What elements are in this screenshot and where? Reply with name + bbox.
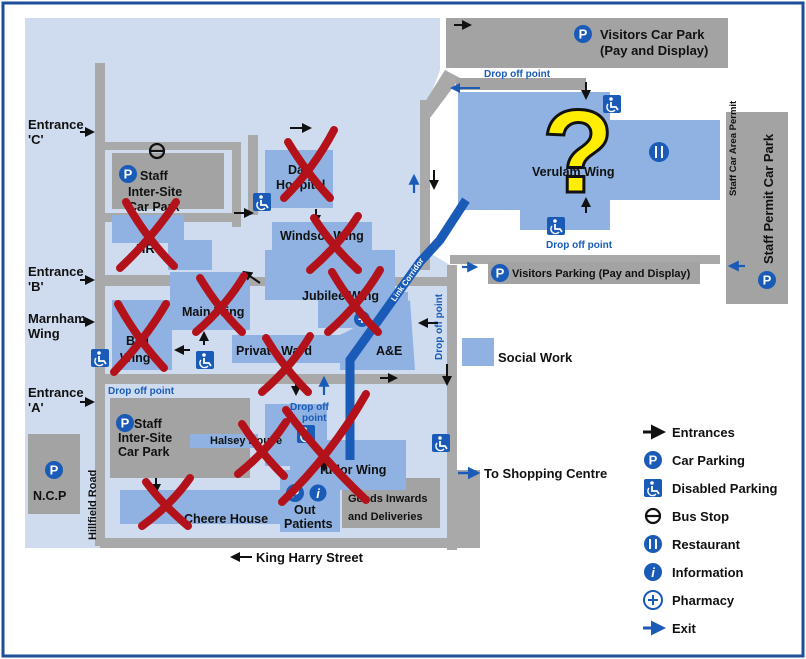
svg-text:To Shopping Centre: To Shopping Centre <box>484 466 607 481</box>
svg-text:i: i <box>316 486 320 501</box>
ae-label: A&E <box>376 344 402 358</box>
legend-car-parking: Car Parking <box>644 451 745 469</box>
cross-mark <box>192 272 248 336</box>
parking-icon <box>644 451 662 469</box>
svg-text:'A': 'A' <box>28 400 44 415</box>
entrance-b: Entrance 'B' <box>28 264 95 294</box>
svg-text:'C': 'C' <box>28 132 44 147</box>
svg-text:i: i <box>651 565 655 580</box>
legend-information: i Information <box>644 563 744 581</box>
cross-mark <box>110 300 170 376</box>
svg-text:Entrance: Entrance <box>28 117 84 132</box>
legend-bus-stop: Bus Stop <box>644 507 729 525</box>
svg-text:and Deliveries: and Deliveries <box>348 511 423 523</box>
svg-text:King Harry Street: King Harry Street <box>256 550 364 565</box>
cross-mark <box>278 390 370 506</box>
svg-text:Information: Information <box>672 565 744 580</box>
svg-text:Inter-Site: Inter-Site <box>118 431 172 445</box>
visitors-car-park-label: Visitors Car Park (Pay and Display) <box>574 25 708 58</box>
cheere-house-label: Cheere House <box>184 512 268 526</box>
entrance-c: Entrance 'C' <box>28 117 95 147</box>
restaurant-icon <box>644 535 662 553</box>
staff-inter-site-car-park-south: Staff Inter-Site Car Park <box>116 414 172 459</box>
svg-text:Entrances: Entrances <box>672 425 735 440</box>
disabled-parking-icon <box>643 478 663 498</box>
svg-text:Marnham: Marnham <box>28 311 86 326</box>
drop-off-centre-label: Drop off point <box>290 402 330 424</box>
goods-inwards-label: Goods Inwards and Deliveries <box>348 493 427 523</box>
drop-off-top-label: Drop off point <box>484 69 551 80</box>
svg-text:Patients: Patients <box>284 517 333 531</box>
svg-text:Staff Car Area Permit: Staff Car Area Permit <box>728 100 739 196</box>
svg-text:Disabled Parking: Disabled Parking <box>672 481 778 496</box>
svg-text:'B': 'B' <box>28 279 44 294</box>
question-mark-overlay: ? <box>542 86 614 218</box>
car-park-areas <box>28 18 788 528</box>
svg-text:Visitors Parking (Pay and Disp: Visitors Parking (Pay and Display) <box>512 268 691 280</box>
legend-disabled-parking: Disabled Parking <box>643 478 778 498</box>
out-patients-label: Out Patients <box>284 503 333 531</box>
information-icon: i <box>644 563 662 581</box>
cross-mark <box>116 198 180 272</box>
drop-off-ae-label: Drop off point <box>434 293 445 360</box>
social-work-label: Social Work <box>498 350 573 365</box>
svg-text:N.C.P: N.C.P <box>33 489 66 503</box>
hillfield-road-label: Hillfield Road <box>87 470 99 540</box>
svg-text:Entrance: Entrance <box>28 264 84 279</box>
svg-text:point: point <box>302 413 327 424</box>
svg-text:Pharmacy: Pharmacy <box>672 593 735 608</box>
visitors-parking-label: Visitors Parking (Pay and Display) <box>491 264 691 282</box>
legend-entrances: Entrances <box>643 424 735 440</box>
svg-text:Visitors Car Park: Visitors Car Park <box>600 27 705 42</box>
ncp-car-park: N.C.P <box>33 461 66 503</box>
pharmacy-icon <box>643 590 663 610</box>
drop-off-verulam-label: Drop off point <box>546 240 613 251</box>
exit-arrows <box>318 173 745 395</box>
svg-text:Car Parking: Car Parking <box>672 453 745 468</box>
legend-pharmacy: Pharmacy <box>643 590 735 610</box>
bus-stop-icon <box>148 142 166 160</box>
svg-text:Staff Permit Car Park: Staff Permit Car Park <box>761 133 776 264</box>
verulam-wing-label: Verulam Wing <box>532 165 615 179</box>
cross-mark <box>280 126 338 202</box>
drop-off-west-label: Drop off point <box>108 386 175 397</box>
legend-exit: Exit <box>643 620 697 636</box>
cross-mark <box>234 418 290 480</box>
halsey-house-label: Halsey House <box>210 435 282 447</box>
marnham-wing-label: Marnham Wing <box>28 311 95 341</box>
bus-stop-icon <box>644 507 662 525</box>
cross-mark <box>258 332 314 396</box>
crossed-out-overlay <box>110 126 384 530</box>
cross-mark <box>138 474 194 530</box>
king-harry-street-label: King Harry Street <box>230 550 364 565</box>
staff-permit-car-park-label: Staff Permit Car Park Staff Car Area Per… <box>728 100 776 289</box>
cross-mark <box>324 266 384 336</box>
svg-text:Drop off: Drop off <box>290 402 330 413</box>
legend-restaurant: Restaurant <box>644 535 741 553</box>
restaurant-marker <box>649 142 669 162</box>
svg-text:Car Park: Car Park <box>118 445 169 459</box>
svg-text:Wing: Wing <box>28 326 60 341</box>
cross-mark <box>306 212 362 274</box>
svg-text:Staff: Staff <box>140 169 169 183</box>
road-network <box>95 63 720 550</box>
svg-text:Entrance: Entrance <box>28 385 84 400</box>
entrance-a: Entrance 'A' <box>28 385 95 415</box>
svg-text:Staff: Staff <box>134 417 163 431</box>
svg-text:Out: Out <box>294 503 316 517</box>
svg-text:Restaurant: Restaurant <box>672 537 741 552</box>
info-marker: i <box>309 484 327 502</box>
svg-text:Bus Stop: Bus Stop <box>672 509 729 524</box>
svg-text:Inter-Site: Inter-Site <box>128 185 182 199</box>
shopping-centre-direction: To Shopping Centre <box>458 466 607 481</box>
svg-text:Exit: Exit <box>672 621 697 636</box>
map-legend: Entrances Car Parking Disabled Parking B… <box>643 424 778 636</box>
svg-text:(Pay and Display): (Pay and Display) <box>600 43 708 58</box>
